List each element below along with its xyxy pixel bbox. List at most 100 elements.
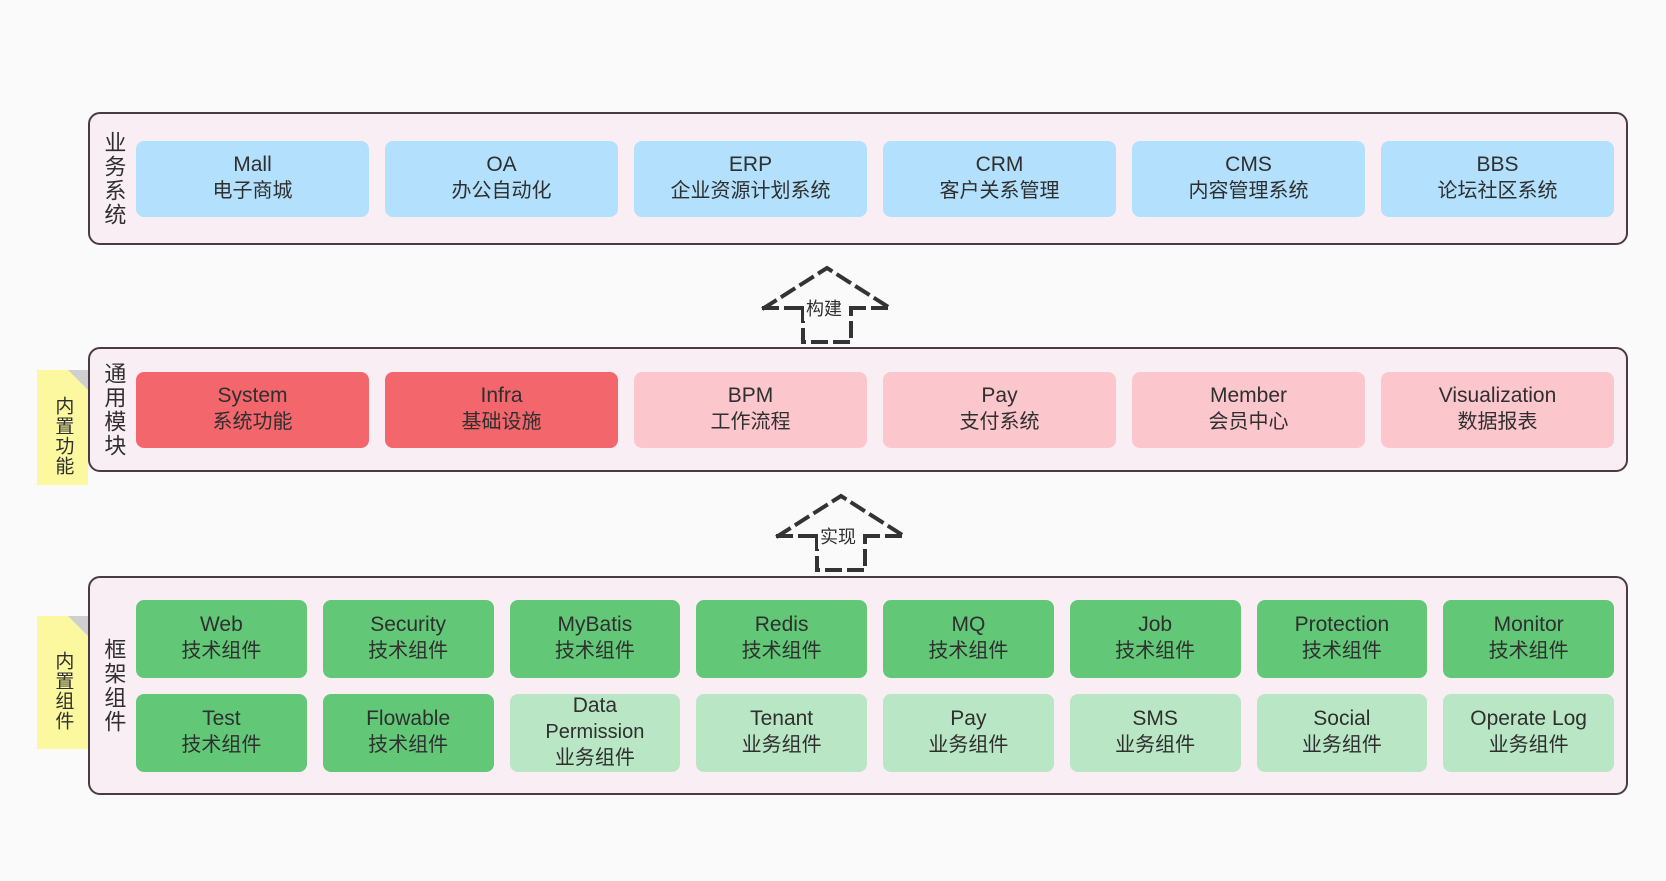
module-title: Job bbox=[1138, 613, 1173, 637]
module-title: Operate Log bbox=[1470, 707, 1587, 731]
module-box-sms[interactable]: SMS 业务组件 bbox=[1069, 693, 1241, 772]
module-title: ERP bbox=[728, 153, 773, 177]
module-box-system[interactable]: System 系统功能 bbox=[136, 371, 369, 448]
module-title: Visualization bbox=[1438, 384, 1557, 408]
layer-common-module: 通用模块 System 系统功能 Infra 基础设施 BPM 工作流程 Pay… bbox=[88, 347, 1628, 472]
box-row: System 系统功能 Infra 基础设施 BPM 工作流程 Pay 支付系统… bbox=[136, 371, 1614, 448]
module-box-data-permission[interactable]: Data Permission 业务组件 bbox=[509, 693, 681, 772]
module-box-operate-log[interactable]: Operate Log 业务组件 bbox=[1443, 693, 1614, 772]
module-box-flowable[interactable]: Flowable 技术组件 bbox=[322, 693, 494, 772]
module-box-infra[interactable]: Infra 基础设施 bbox=[385, 371, 618, 448]
module-subtitle: 技术组件 bbox=[1488, 640, 1569, 663]
module-title: Test bbox=[202, 707, 241, 731]
connector-implement-shape bbox=[775, 493, 907, 572]
module-title: Pay bbox=[981, 384, 1018, 408]
box-row: Web 技术组件 Security 技术组件 MyBatis 技术组件 Redi… bbox=[136, 599, 1614, 678]
module-title: CMS bbox=[1225, 153, 1272, 177]
module-box-job[interactable]: Job 技术组件 bbox=[1069, 599, 1241, 678]
module-box-redis[interactable]: Redis 技术组件 bbox=[696, 599, 867, 678]
module-title: MQ bbox=[951, 613, 986, 637]
module-box-web[interactable]: Web 技术组件 bbox=[136, 599, 307, 678]
module-title: Protection bbox=[1294, 613, 1390, 637]
module-subtitle: 技术组件 bbox=[368, 640, 449, 663]
module-subtitle: 支付系统 bbox=[959, 411, 1040, 434]
layer-body-framework-component: Web 技术组件 Security 技术组件 MyBatis 技术组件 Redi… bbox=[136, 578, 1626, 793]
module-box-tenant[interactable]: Tenant 业务组件 bbox=[696, 693, 867, 772]
module-title: Mall bbox=[233, 153, 272, 177]
module-box-erp[interactable]: ERP 企业资源计划系统 bbox=[634, 140, 867, 217]
module-box-bbs[interactable]: BBS 论坛社区系统 bbox=[1381, 140, 1614, 217]
note-label: 内置功能 bbox=[52, 395, 74, 476]
module-subtitle: 业务组件 bbox=[1115, 734, 1196, 757]
module-subtitle: 内容管理系统 bbox=[1188, 180, 1309, 203]
module-subtitle: 基础设施 bbox=[461, 411, 542, 434]
module-box-oa[interactable]: OA 办公自动化 bbox=[385, 140, 618, 217]
module-title: BPM bbox=[727, 384, 774, 408]
module-subtitle: 业务组件 bbox=[928, 734, 1009, 757]
module-box-member[interactable]: Member 会员中心 bbox=[1132, 371, 1365, 448]
module-title: SMS bbox=[1132, 707, 1178, 731]
module-subtitle: 论坛社区系统 bbox=[1437, 180, 1558, 203]
module-subtitle: 技术组件 bbox=[181, 734, 262, 757]
box-row: Test 技术组件 Flowable 技术组件 Data Permission … bbox=[136, 693, 1614, 772]
module-title: CRM bbox=[975, 153, 1024, 177]
module-box-pay[interactable]: Pay 支付系统 bbox=[883, 371, 1116, 448]
module-box-cms[interactable]: CMS 内容管理系统 bbox=[1132, 140, 1365, 217]
module-subtitle: 数据报表 bbox=[1457, 411, 1538, 434]
layer-label-common-module: 通用模块 bbox=[101, 361, 127, 458]
module-box-test[interactable]: Test 技术组件 bbox=[136, 693, 307, 772]
module-subtitle: 客户关系管理 bbox=[939, 180, 1060, 203]
module-subtitle: 业务组件 bbox=[741, 734, 822, 757]
module-subtitle: 会员中心 bbox=[1208, 411, 1289, 434]
layer-framework-component: 框架组件 Web 技术组件 Security 技术组件 MyBatis 技术组件… bbox=[88, 576, 1628, 795]
module-subtitle: 业务组件 bbox=[1488, 734, 1569, 757]
module-title: Web bbox=[199, 613, 243, 637]
layer-body-common-module: System 系统功能 Infra 基础设施 BPM 工作流程 Pay 支付系统… bbox=[136, 349, 1626, 470]
module-subtitle: 技术组件 bbox=[554, 640, 635, 663]
module-title: Pay bbox=[950, 707, 987, 731]
module-box-visualization[interactable]: Visualization 数据报表 bbox=[1381, 371, 1614, 448]
module-title: Security bbox=[370, 613, 447, 637]
connector-implement: 实现 bbox=[770, 490, 920, 572]
module-title: Data bbox=[572, 694, 618, 718]
module-subtitle: 技术组件 bbox=[741, 640, 822, 663]
note-fold-corner bbox=[68, 370, 88, 390]
module-title: Monitor bbox=[1493, 613, 1564, 637]
module-title: OA bbox=[486, 153, 517, 177]
module-box-monitor[interactable]: Monitor 技术组件 bbox=[1443, 599, 1614, 678]
module-title: Member bbox=[1209, 384, 1288, 408]
module-subtitle: 工作流程 bbox=[710, 411, 791, 434]
module-box-social[interactable]: Social 业务组件 bbox=[1256, 693, 1428, 772]
module-subtitle: 技术组件 bbox=[1301, 640, 1382, 663]
module-box-mybatis[interactable]: MyBatis 技术组件 bbox=[509, 599, 681, 678]
module-title: System bbox=[217, 384, 288, 408]
layer-label-framework-component: 框架组件 bbox=[101, 637, 127, 734]
module-title: Tenant bbox=[750, 707, 814, 731]
module-box-security[interactable]: Security 技术组件 bbox=[322, 599, 494, 678]
module-box-protection[interactable]: Protection 技术组件 bbox=[1256, 599, 1428, 678]
module-subtitle: 业务组件 bbox=[1301, 734, 1382, 757]
module-subtitle: 技术组件 bbox=[1115, 640, 1196, 663]
module-box-bpm[interactable]: BPM 工作流程 bbox=[634, 371, 867, 448]
connector-build: 构建 bbox=[756, 262, 906, 344]
module-title: MyBatis bbox=[557, 613, 633, 637]
module-box-mq[interactable]: MQ 技术组件 bbox=[883, 599, 1054, 678]
connector-build-label: 构建 bbox=[804, 295, 844, 321]
module-subtitle: 技术组件 bbox=[368, 734, 449, 757]
module-box-crm[interactable]: CRM 客户关系管理 bbox=[883, 140, 1116, 217]
module-title-second-line: Permission bbox=[545, 721, 645, 744]
module-title: Redis bbox=[754, 613, 809, 637]
note-builtin-component: 内置组件 bbox=[37, 616, 88, 749]
note-fold-corner bbox=[68, 616, 88, 636]
connector-implement-label: 实现 bbox=[818, 523, 858, 549]
module-title: BBS bbox=[1476, 153, 1519, 177]
layer-business-system: 业务系统 Mall 电子商城 OA 办公自动化 ERP 企业资源计划系统 CRM… bbox=[88, 112, 1628, 245]
module-box-mall[interactable]: Mall 电子商城 bbox=[136, 140, 369, 217]
module-title: Social bbox=[1313, 707, 1371, 731]
module-box-pay-component[interactable]: Pay 业务组件 bbox=[883, 693, 1054, 772]
note-builtin-function: 内置功能 bbox=[37, 370, 88, 485]
layer-body-business-system: Mall 电子商城 OA 办公自动化 ERP 企业资源计划系统 CRM 客户关系… bbox=[136, 114, 1626, 243]
module-subtitle: 技术组件 bbox=[181, 640, 262, 663]
module-subtitle: 技术组件 bbox=[928, 640, 1009, 663]
